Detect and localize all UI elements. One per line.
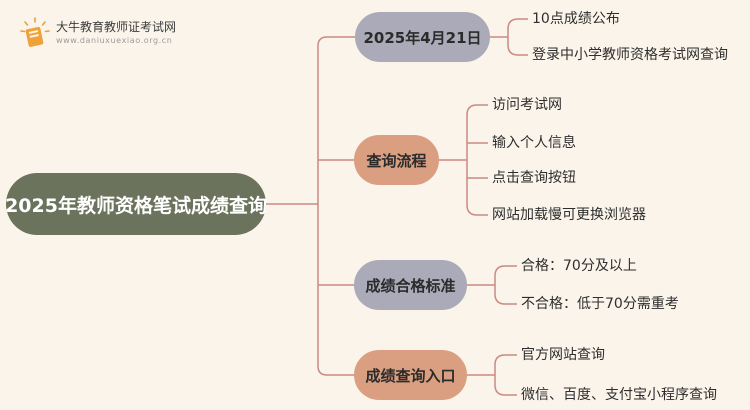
branch-query-process: 查询流程	[354, 135, 439, 185]
branch-pass-standard: 成绩合格标准	[354, 260, 467, 310]
connector-leaves-1	[490, 18, 528, 56]
branch-query-entry: 成绩查询入口	[354, 350, 467, 400]
leaf-login-site: 登录中小学教师资格考试网查询	[532, 47, 728, 63]
connector-spine	[317, 36, 355, 376]
branch-date: 2025年4月21日	[355, 12, 490, 62]
leaf-mini-programs: 微信、百度、支付宝小程序查询	[521, 387, 717, 403]
leaf-visit-site: 访问考试网	[492, 97, 562, 113]
leaf-score-release: 10点成绩公布	[532, 11, 620, 27]
leaf-click-query: 点击查询按钮	[492, 170, 576, 186]
leaf-fail: 不合格：低于70分需重考	[521, 296, 679, 312]
leaf-enter-info: 输入个人信息	[492, 135, 576, 151]
leaf-switch-browser: 网站加载慢可更换浏览器	[492, 207, 646, 223]
site-logo[interactable]: 大牛教育教师证考试网 www.daniuxuexiao.org.cn	[14, 14, 224, 54]
leaf-official-site: 官方网站查询	[521, 347, 605, 363]
logo-title: 大牛教育教师证考试网	[56, 20, 177, 34]
connector-leaves-3	[467, 265, 517, 305]
connector-leaves-2	[439, 104, 488, 216]
root-node: 2025年教师资格笔试成绩查询	[5, 173, 267, 235]
logo-url: www.daniuxuexiao.org.cn	[56, 36, 173, 45]
book-badge-icon	[20, 17, 50, 47]
leaf-pass: 合格：70分及以上	[521, 258, 637, 274]
connector-leaves-4	[467, 354, 517, 396]
